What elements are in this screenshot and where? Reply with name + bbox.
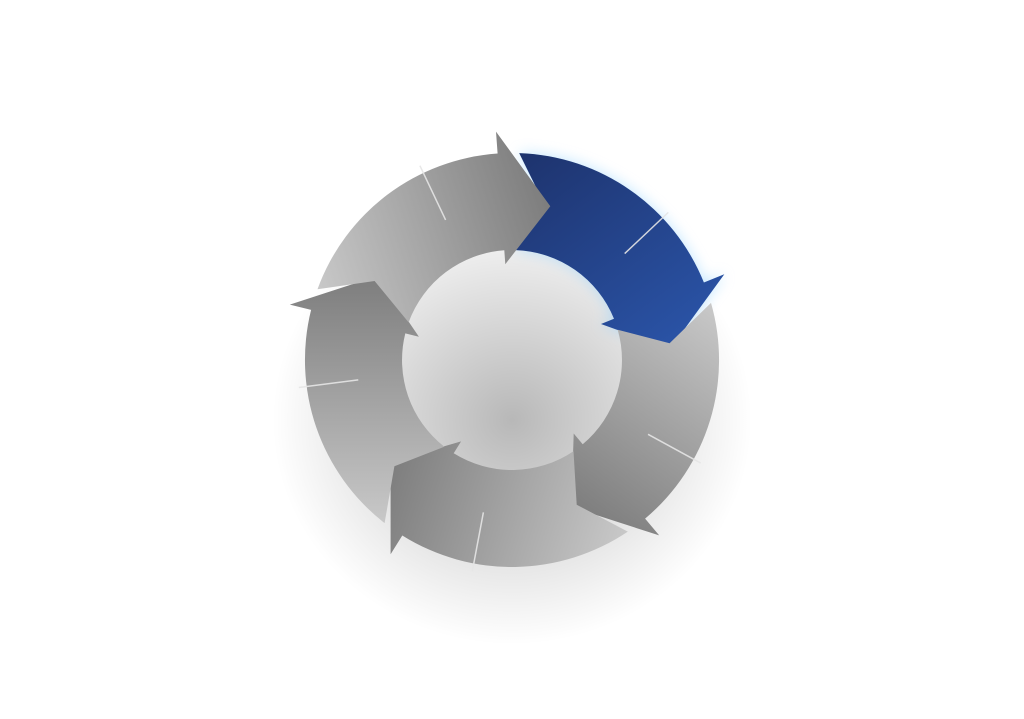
cycle-segments [289,131,725,567]
cycle-arrow-segment-highlighted[interactable] [515,153,725,349]
segment-divider-line [624,211,669,255]
segment-divider-line [298,379,359,389]
segment-divider-line [647,433,702,464]
cycle-arrow-segment[interactable] [289,276,445,524]
segment-divider-line [419,165,447,221]
cycle-arrow-segment[interactable] [571,302,720,536]
cycle-arrow-segment[interactable] [390,441,628,567]
segment-divider-line [471,512,485,572]
cycle-dividers [298,165,702,572]
cycle-arrow-segment[interactable] [317,131,551,323]
